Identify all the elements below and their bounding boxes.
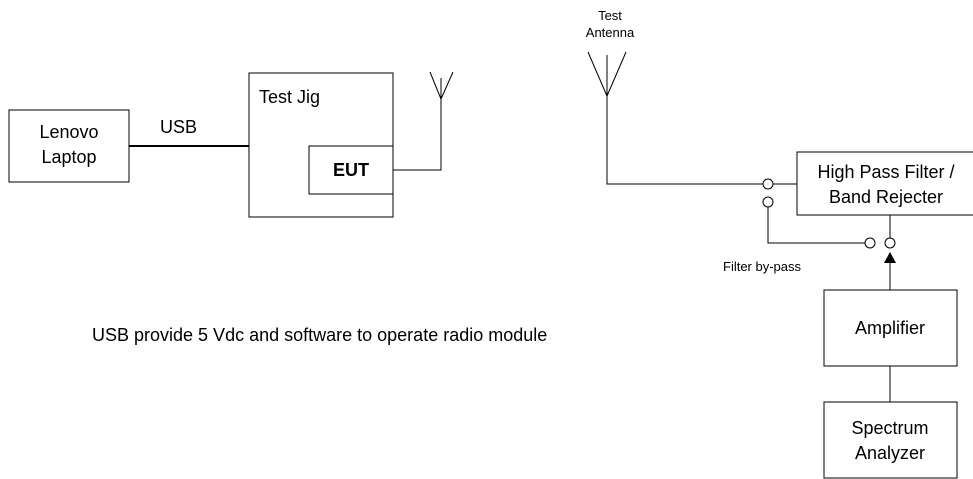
bypass-wire: [767, 207, 865, 244]
laptop-box: [8, 109, 130, 183]
spectrum-analyzer-box: [823, 401, 958, 479]
spectrum-analyzer-label-line1: Spectrum: [851, 418, 928, 438]
test-antenna-icon: Test Antenna: [586, 8, 763, 185]
test-jig-label: Test Jig: [259, 87, 320, 107]
switch-terminal-amplifier: [884, 237, 896, 249]
switch-terminal-bypass-top: [762, 196, 774, 208]
test-antenna-label-line2: Antenna: [586, 25, 635, 40]
spectrum-analyzer-block: Spectrum Analyzer: [823, 401, 958, 479]
signal-arrow-icon: [884, 252, 896, 263]
usb-label: USB: [160, 117, 197, 137]
laptop-label-line2: Laptop: [41, 147, 96, 167]
eut-antenna-icon: [393, 71, 454, 171]
test-antenna-label-line1: Test: [598, 8, 622, 23]
amplifier-block: Amplifier: [823, 289, 958, 367]
filter-label-line2: Band Rejecter: [829, 187, 943, 207]
switch-terminal-bypass-bottom: [864, 237, 876, 249]
filter-bypass-label: Filter by-pass: [723, 259, 802, 274]
usb-note-text: USB provide 5 Vdc and software to operat…: [92, 325, 547, 345]
filter-label-line1: High Pass Filter /: [817, 162, 954, 182]
filter-box: [796, 151, 973, 216]
amplifier-label: Amplifier: [855, 318, 925, 338]
eut-label: EUT: [333, 160, 369, 180]
laptop-label-line1: Lenovo: [39, 122, 98, 142]
switch-terminal-antenna: [762, 178, 774, 190]
test-jig-block: Test Jig EUT: [248, 72, 394, 218]
laptop-block: Lenovo Laptop: [8, 109, 130, 183]
spectrum-analyzer-label-line2: Analyzer: [855, 443, 925, 463]
filter-block: High Pass Filter / Band Rejecter: [796, 151, 973, 216]
eut-box: [308, 145, 394, 195]
